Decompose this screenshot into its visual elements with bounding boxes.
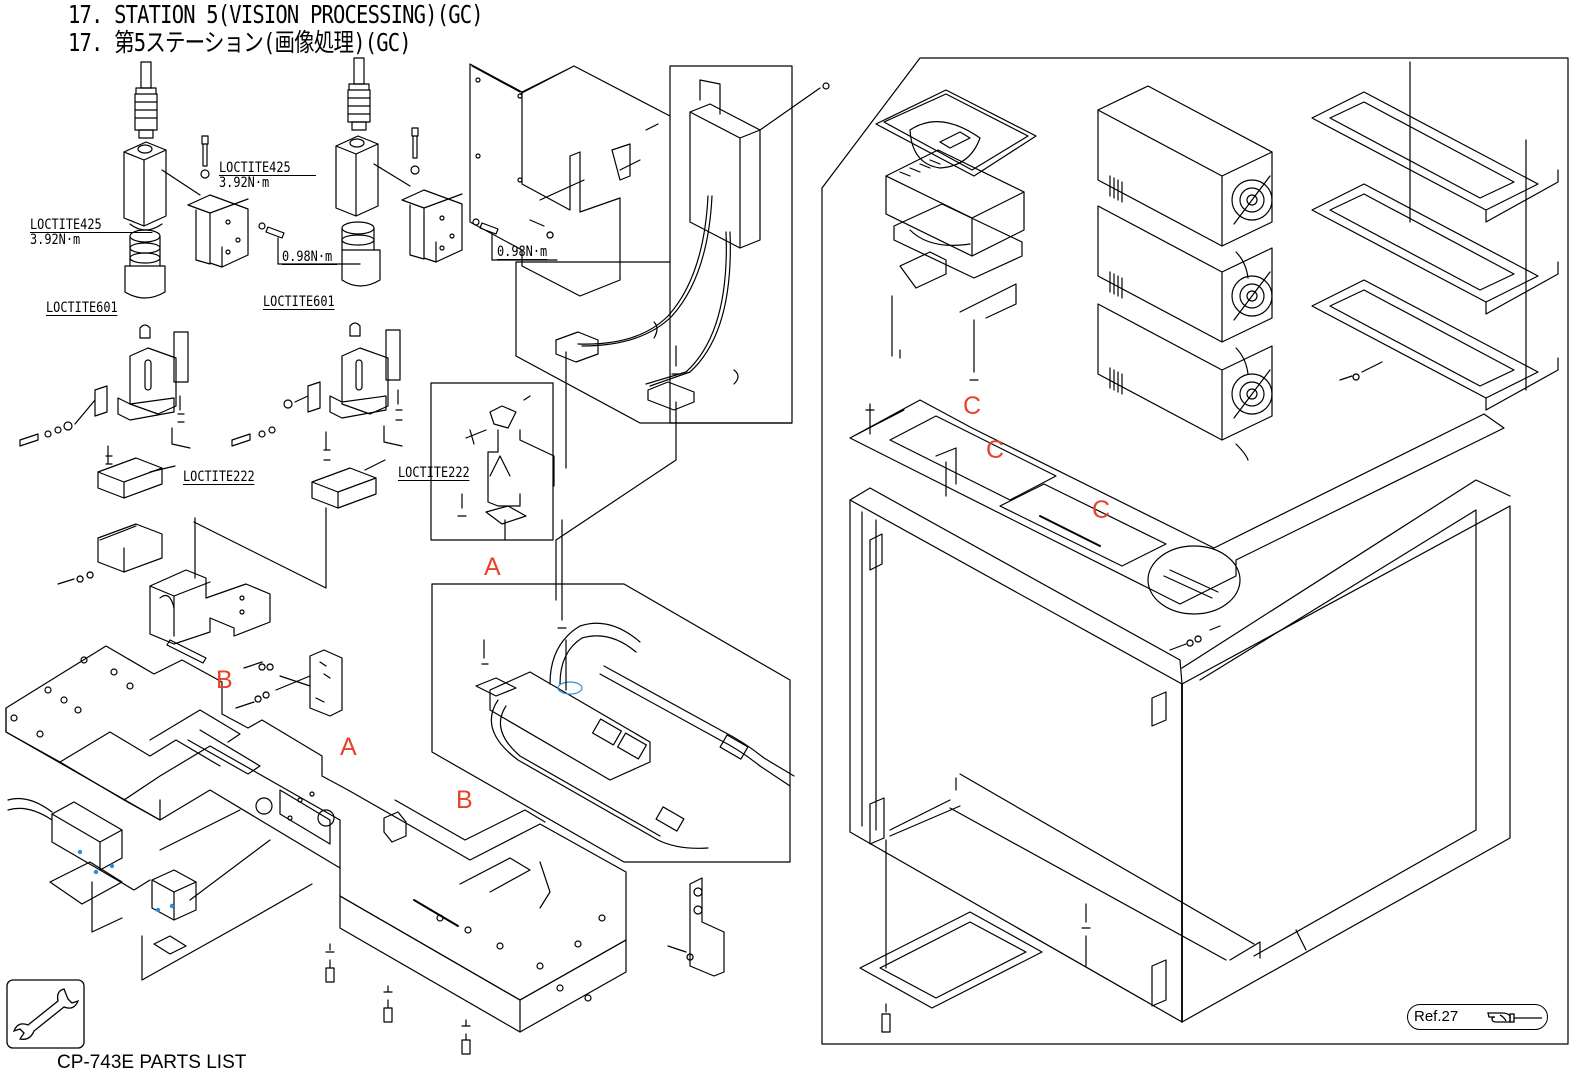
leader-controller [556, 352, 676, 600]
annotation-label: LOCTITE601 [263, 295, 335, 310]
bracket-b [236, 650, 342, 716]
callout-c-1: C [963, 394, 981, 419]
page-title-japanese: 17. 第5ステーション(画像処理)(GC) [68, 30, 411, 56]
bottom-cover-panel [860, 840, 1090, 1032]
callout-a-upper: A [484, 555, 501, 580]
camera-body-left [124, 142, 200, 230]
gripper-detail-inset [431, 383, 554, 540]
annotation-loctite425-left: LOCTITE425 3.92N·m [30, 218, 153, 247]
annotation-loctite601-left: LOCTITE601 [46, 301, 118, 316]
callout-a-lower: A [340, 735, 357, 760]
annotation-label: LOCTITE601 [46, 301, 118, 316]
footer-parts-list: CP-743E PARTS LIST [57, 1052, 246, 1074]
monitor-stack [876, 90, 1036, 380]
reference-label: Ref.27 [1414, 1008, 1458, 1025]
annotation-loctite425-right: LOCTITE425 3.92N·m [219, 161, 316, 190]
callout-c-3: C [1092, 498, 1110, 523]
annotation-torque-left: 0.98N·m [282, 250, 337, 265]
pointing-hand-icon [1486, 1009, 1544, 1025]
sensor-blocks [8, 799, 312, 981]
annotation-sublabel: 3.92N·m [30, 233, 153, 247]
annotation-label: LOCTITE425 [219, 161, 316, 176]
mounting-plate-upper [470, 64, 670, 296]
annotation-label: 0.98N·m [282, 250, 337, 265]
base-block-left [58, 446, 175, 584]
controller-box [556, 66, 829, 423]
camera-lens-right [342, 222, 380, 286]
annotation-loctite222-right: LOCTITE222 [398, 466, 470, 481]
camera-cable-connector-right [348, 58, 370, 130]
slider-block-right [232, 323, 402, 446]
annotation-sublabel: 3.92N·m [219, 176, 316, 190]
annotation-label: LOCTITE222 [398, 466, 470, 481]
slider-block-left [20, 325, 190, 448]
annotation-label: 0.98N·m [497, 245, 547, 260]
annotation-loctite222-left: LOCTITE222 [183, 470, 255, 485]
page-title-english: 17. STATION 5(VISION PROCESSING)(GC) [68, 2, 483, 28]
camera-assembly-right [194, 58, 557, 588]
camera-assembly-left [20, 62, 360, 663]
callout-c-2: C [986, 438, 1004, 463]
annotation-loctite601-right: LOCTITE601 [263, 295, 335, 310]
annotation-torque-right: 0.98N·m [497, 245, 547, 260]
annotation-label: LOCTITE222 [183, 470, 255, 485]
cabinet-frame [850, 480, 1510, 1022]
annotation-label: LOCTITE425 [30, 218, 153, 233]
power-supply-stack [1098, 86, 1272, 460]
base-screws [326, 944, 470, 1054]
callout-b-lower: B [456, 788, 473, 813]
camera-bracket-left [188, 136, 248, 267]
camera-cable-connector-left [135, 62, 157, 138]
l-bracket-small [668, 878, 724, 976]
camera-body-right [336, 136, 410, 216]
camera-bracket-right [402, 128, 462, 262]
base-plate [6, 646, 626, 1032]
reference-link[interactable]: Ref.27 [1407, 1004, 1548, 1030]
base-block-right [194, 432, 385, 588]
screw-set-left [20, 400, 95, 446]
wrench-icon [6, 979, 86, 1049]
callout-frame-upper [516, 262, 792, 423]
callout-b-upper: B [216, 668, 233, 693]
cabinet-frame-border [822, 58, 1568, 1044]
shelf-rack [1312, 62, 1558, 410]
clamp-block-left [150, 518, 270, 644]
